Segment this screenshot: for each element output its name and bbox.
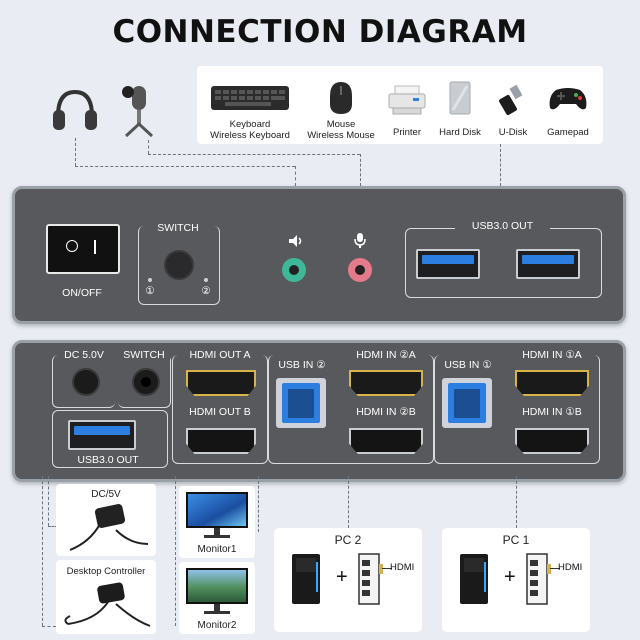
peripheral-label-hard-disk: Hard Disk [439,127,481,138]
led-2-label: ② [201,285,211,297]
led-1-label: ① [145,285,155,297]
pc1-hdmi-pointer [550,568,560,569]
switch-port-label: SWITCH [118,349,170,361]
hard-disk-icon [449,81,471,115]
audio-out-jack[interactable] [282,258,306,282]
switch-label: SWITCH [148,222,208,234]
monitor2-label: Monitor2 [197,620,237,631]
pc2-label: PC 2 [334,533,362,547]
usb-in-2-label: USB IN ② [278,359,326,371]
pc2-hdmi-label: HDMI [390,562,415,573]
hdmi-out-a-port[interactable] [186,370,256,396]
pc1-tower-icon [460,554,488,604]
pc1-inputs-area [434,355,600,464]
mic-icon [354,233,366,248]
pc1-plus: + [504,566,516,588]
monitor2-icon [186,568,248,614]
hdmi-out-b-label: HDMI OUT B [189,406,251,418]
usb-in-1-label: USB IN ① [444,359,492,371]
hdmi-in-2a-label: HDMI IN ②A [344,349,428,361]
printer-icon [388,85,426,115]
gamepad-icon [549,88,587,110]
pc2-hdmi-pointer [382,568,392,569]
dc-jack[interactable] [72,368,100,396]
peripheral-label-keyboard: Keyboard Wireless Keyboard [210,119,290,141]
dc-area [52,355,115,408]
hdmi-out-area [172,355,268,464]
page-title: CONNECTION DIAGRAM [112,14,528,50]
pc2-graphics-card-icon [358,553,383,605]
led-2 [204,278,208,282]
desktop-controller-label: Desktop Controller [66,566,146,577]
u-disk-icon [499,84,523,116]
dc-adapter-label: DC/5V [91,489,121,500]
usb-in-2-port[interactable] [276,378,326,428]
usb-in-1-port[interactable] [442,378,492,428]
led-1 [148,278,152,282]
mic-in-jack[interactable] [348,258,372,282]
back-usb-port[interactable] [68,420,136,450]
microphone-icon [122,86,154,138]
usb-out-back-label: USB3.0 OUT [60,454,156,466]
keyboard-icon [211,86,289,110]
switch-port-area [118,355,171,408]
hdmi-in-1a-port[interactable] [515,370,589,396]
pc1-hdmi-label: HDMI [558,562,583,573]
switch-area [138,226,220,305]
monitor1-icon [186,492,248,538]
pc2-tower-icon [292,554,320,604]
hdmi-out-a-label: HDMI OUT A [180,349,260,361]
desktop-controller-icon [64,582,151,627]
hdmi-in-1b-port[interactable] [515,428,589,454]
front-usb-port-2[interactable] [516,249,580,279]
headphones-icon [53,89,97,130]
hdmi-out-b-port[interactable] [186,428,256,454]
power-switch[interactable] [46,224,120,274]
hdmi-in-1b-label: HDMI IN ①B [522,406,582,418]
peripheral-label-printer: Printer [393,127,421,138]
pc2-inputs-area [268,355,434,464]
peripheral-label-gamepad: Gamepad [547,127,589,138]
peripheral-label-mouse: Mouse Wireless Mouse [307,119,375,141]
monitor1-label: Monitor1 [197,544,237,555]
pc1-graphics-card-icon [526,553,551,605]
hdmi-in-2b-label: HDMI IN ②B [356,406,416,418]
usb-out-back-area [52,410,168,468]
usb-out-front-label: USB3.0 OUT [455,220,550,232]
pc2-plus: + [336,566,348,588]
switch-port-jack[interactable] [132,368,160,396]
dc-label: DC 5.0V [60,349,108,361]
power-adapter-icon [69,504,149,551]
peripheral-label-u-disk: U-Disk [498,127,528,138]
hdmi-in-1a-label: HDMI IN ①A [510,349,594,361]
switch-button[interactable] [164,250,194,280]
hdmi-in-2a-port[interactable] [349,370,423,396]
speaker-icon [289,235,302,247]
front-usb-port-1[interactable] [416,249,480,279]
mouse-icon [330,82,352,114]
hdmi-in-2b-port[interactable] [349,428,423,454]
pc1-label: PC 1 [502,533,530,547]
power-label: ON/OFF [62,287,102,299]
